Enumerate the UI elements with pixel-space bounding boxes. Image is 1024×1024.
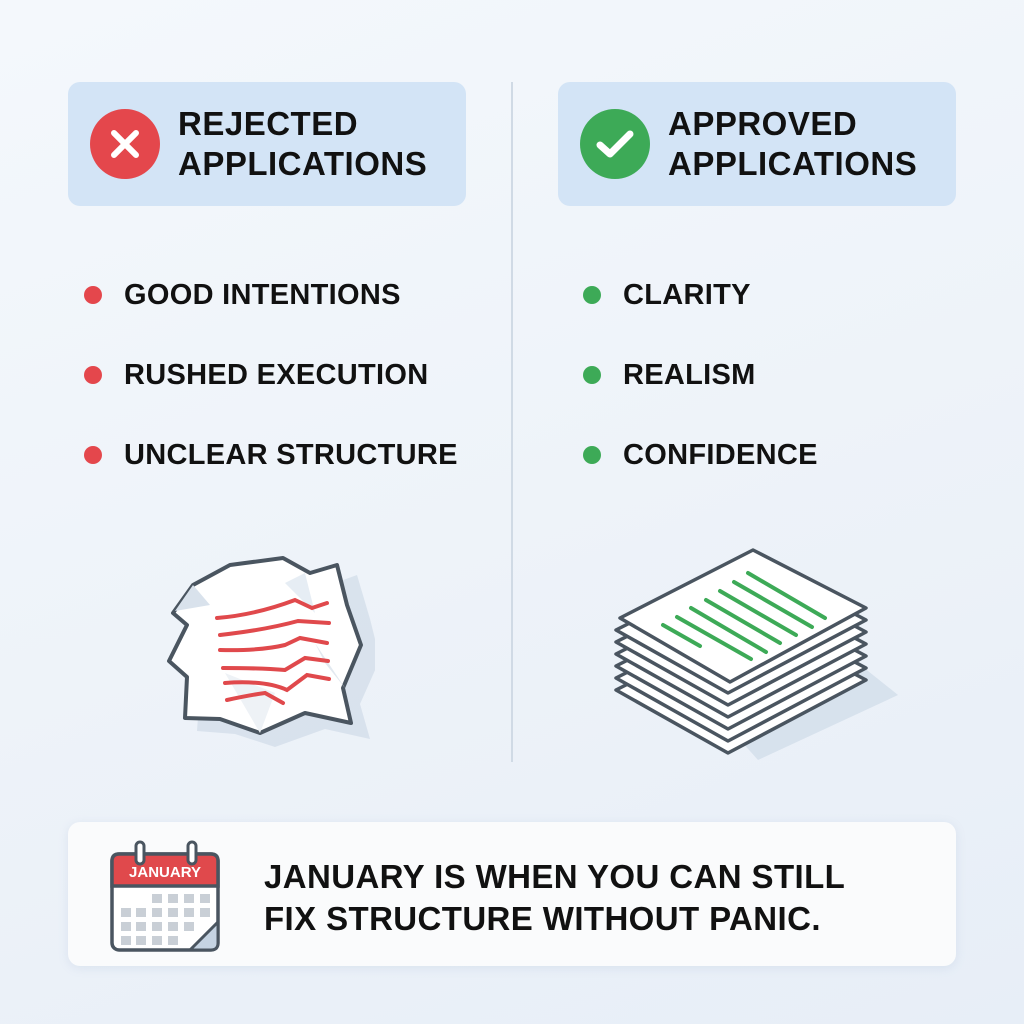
svg-text:JANUARY: JANUARY	[129, 864, 201, 881]
bullet-dot-icon	[84, 446, 102, 464]
rejected-header: REJECTED APPLICATIONS	[68, 82, 466, 206]
rejected-title: REJECTED APPLICATIONS	[178, 105, 428, 182]
list-item: CLARITY	[583, 270, 818, 320]
list-item: GOOD INTENTIONS	[84, 270, 458, 320]
list-item: RUSHED EXECUTION	[84, 350, 458, 400]
bullet-dot-icon	[84, 366, 102, 384]
bottom-banner: JANUARY JANUARY IS WHEN YOU CAN STILL FI…	[68, 822, 956, 966]
bullet-dot-icon	[583, 286, 601, 304]
crumpled-paper-icon	[165, 553, 380, 753]
paper-stack-icon	[608, 545, 908, 775]
calendar-icon: JANUARY	[108, 836, 224, 961]
banner-message: JANUARY IS WHEN YOU CAN STILL FIX STRUCT…	[264, 858, 846, 937]
approved-title: APPROVED APPLICATIONS	[668, 105, 918, 182]
approved-list: CLARITY REALISM CONFIDENCE	[583, 270, 818, 510]
list-item: CONFIDENCE	[583, 430, 818, 480]
check-circle-icon	[580, 109, 650, 179]
rejected-list: GOOD INTENTIONS RUSHED EXECUTION UNCLEAR…	[84, 270, 458, 510]
list-item: REALISM	[583, 350, 818, 400]
bullet-dot-icon	[583, 446, 601, 464]
approved-header: APPROVED APPLICATIONS	[558, 82, 956, 206]
center-divider	[511, 82, 513, 762]
x-circle-icon	[90, 109, 160, 179]
list-item: UNCLEAR STRUCTURE	[84, 430, 458, 480]
bullet-dot-icon	[84, 286, 102, 304]
bullet-dot-icon	[583, 366, 601, 384]
